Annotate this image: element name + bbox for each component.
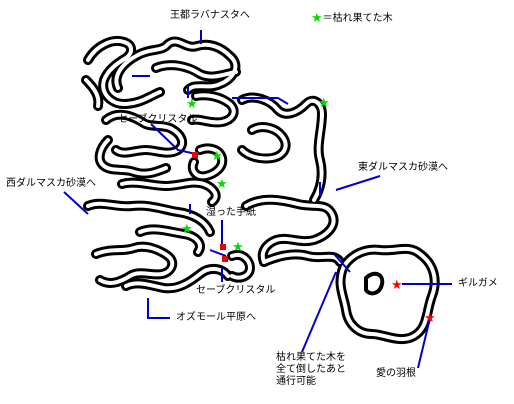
dead-tree-star-icon: ★ [232, 240, 244, 255]
point-markers [192, 152, 228, 262]
damp-letter-marker [220, 244, 226, 250]
dead-tree-star-icon: ★ [216, 177, 228, 192]
legend-star-icon: ★ [311, 11, 323, 26]
label-west-dalmasca: 西ダルマスカ砂漠へ [6, 178, 96, 189]
label-gilgamesh: ギルガメ [458, 278, 498, 289]
dead-tree-star-icon: ★ [318, 96, 330, 111]
map-legend: ★ ＝枯れ果てた木 [311, 12, 393, 26]
label-royal-capital: 王都ラバナスタへ [170, 10, 250, 21]
legend-text: ＝枯れ果てた木 [322, 13, 393, 24]
dead-tree-star-icon: ★ [186, 97, 198, 112]
route-lines [63, 30, 452, 369]
label-withered-note-3: 通行可能 [276, 376, 316, 387]
label-withered-note-2: 全て倒したあと [276, 364, 346, 375]
label-damp-letter: 湿った手紙 [206, 207, 256, 218]
label-east-dalmasca: 東ダルマスカ砂漠へ [358, 162, 448, 173]
label-save-crystal-south: セーブクリスタル [196, 285, 276, 296]
cave-corridors [81, 36, 440, 345]
label-withered-note-1: 枯れ果てた木を [276, 352, 346, 363]
label-save-crystal-north: セーブクリスタル [118, 114, 198, 125]
label-love-feather: 愛の羽根 [376, 368, 416, 379]
save-crystal-south-marker [222, 256, 228, 262]
dead-tree-markers: ★ ★ ★ ★ ★ ★ [181, 96, 330, 255]
special-markers: ★ ★ [391, 278, 436, 326]
save-crystal-north-marker [192, 152, 198, 158]
label-ozmone: オズモール平原へ [176, 312, 256, 323]
gilgamesh-star-icon: ★ [391, 278, 403, 293]
dead-tree-star-icon: ★ [211, 149, 223, 164]
dead-tree-star-icon: ★ [181, 222, 193, 237]
love-feather-star-icon: ★ [424, 311, 436, 326]
